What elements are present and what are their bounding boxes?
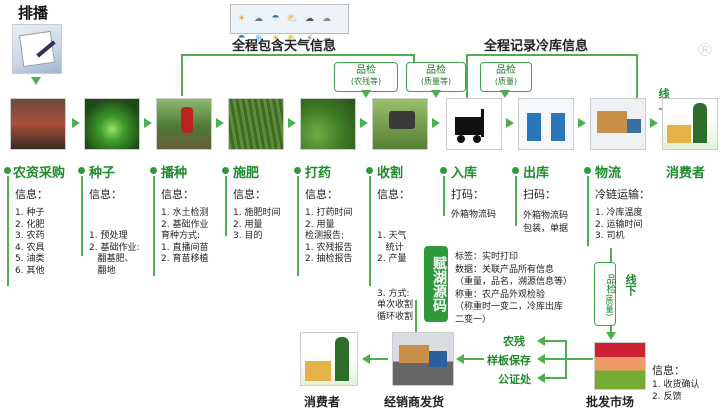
stage-title-logistics: 物流 [595, 166, 622, 181]
rain-icon: ☂ [237, 34, 246, 44]
sun-icon: ☀ [271, 34, 280, 44]
logistics-info-head: 冷链运输： [595, 188, 650, 201]
rain-icon: ☂ [271, 14, 280, 24]
warehouse-out-image [518, 98, 574, 150]
registered-mark: ® [696, 40, 714, 61]
qc-pesticide-box: 品检(农残等) [334, 62, 398, 92]
stage-title-warehouse-out: 出库 [523, 166, 550, 181]
warehouse-in-info-head: 打码： [451, 188, 484, 201]
sun-cloud-icon: ⛅ [286, 34, 299, 44]
fertilize-info-head: 信息： [233, 188, 266, 201]
storm-icon: ☁ [305, 14, 314, 24]
schedule-image [12, 24, 62, 74]
schedule-label: 排播 [18, 4, 49, 22]
stage-title-sowing: 播种 [161, 166, 188, 181]
check-pesticide: 农残 [503, 335, 525, 348]
warehouse-in-items: 外箱物流码 [451, 210, 497, 220]
warehouse-in-image [446, 98, 502, 150]
harvest-info-head: 信息： [377, 188, 410, 201]
harvest-image [372, 98, 428, 150]
fertilize-image [228, 98, 284, 150]
snow-icon: ❄ [254, 34, 263, 44]
weather-icons: ☀ ☁ ☂ ⛅ ☁ ☁ ☂ ❄ ☀ ⛅ ⚡ ☁ [230, 4, 349, 44]
sun-icon: ☀ [237, 14, 246, 24]
offline-label: 线下 [624, 274, 637, 296]
cloud-icon: ☁ [322, 14, 331, 24]
sowing-image [156, 98, 212, 150]
weather-info-label: 全程包含天气信息 [232, 39, 337, 54]
stage-title-warehouse-in: 入库 [451, 166, 478, 181]
sowing-info-head: 信息： [161, 188, 194, 201]
procurement-info-head: 信息： [15, 188, 48, 201]
qc-quality2-box: 品检(质量) [480, 62, 532, 92]
stage-title-procurement: 农资采购 [13, 166, 66, 181]
stage-title-spray: 打药 [305, 166, 332, 181]
wholesale-label: 批发市场 [586, 395, 635, 409]
cloud-icon: ☁ [322, 34, 331, 44]
logistics-image [590, 98, 646, 150]
wholesale-image [594, 342, 646, 390]
qc-quality-box: 品检(质量等) [406, 62, 466, 92]
warehouse-out-items: 外箱物流码包装，单据 [523, 211, 569, 234]
feedback-info-title: 信息： [652, 364, 685, 377]
sun-cloud-icon: ⛅ [286, 14, 299, 24]
distributor-image [392, 332, 454, 386]
warehouse-out-info-head: 扫码： [523, 188, 556, 201]
seed-image [84, 98, 140, 150]
stage-title-seed: 种子 [89, 166, 116, 181]
spray-image [300, 98, 356, 150]
trace-code-details: 标签：实时打印数据：关联产品所有信息（重量，品名，溯源信息等） 称重：农产品外观… [455, 252, 573, 325]
check-notary: 公证处 [498, 373, 531, 386]
stage-title-fertilize: 施肥 [233, 166, 260, 181]
consumer-bottom-label: 消费者 [304, 395, 341, 409]
schedule-arrow [31, 77, 41, 85]
cold-storage-info-label: 全程记录冷库信息 [484, 39, 589, 54]
check-sample: 样板保存 [487, 354, 531, 367]
seed-info-head: 信息： [89, 188, 122, 201]
cold-storage-bracket [466, 54, 638, 56]
procurement-image [10, 98, 66, 150]
spray-info-head: 信息： [305, 188, 338, 201]
qc-wholesale-box: 品检(质量) [594, 262, 616, 326]
distributor-label: 经销商发货 [384, 395, 445, 409]
trace-code-badge: 赋湖源码 [424, 246, 448, 322]
storm-icon: ⚡ [306, 34, 313, 44]
stage-title-consumer: 消费者 [666, 166, 706, 181]
stage-title-harvest: 收割 [377, 166, 404, 181]
consumer-bottom-image [300, 332, 358, 386]
consumer-top-image [662, 98, 718, 150]
weather-bracket [181, 54, 415, 56]
cloud-icon: ☁ [254, 14, 263, 24]
